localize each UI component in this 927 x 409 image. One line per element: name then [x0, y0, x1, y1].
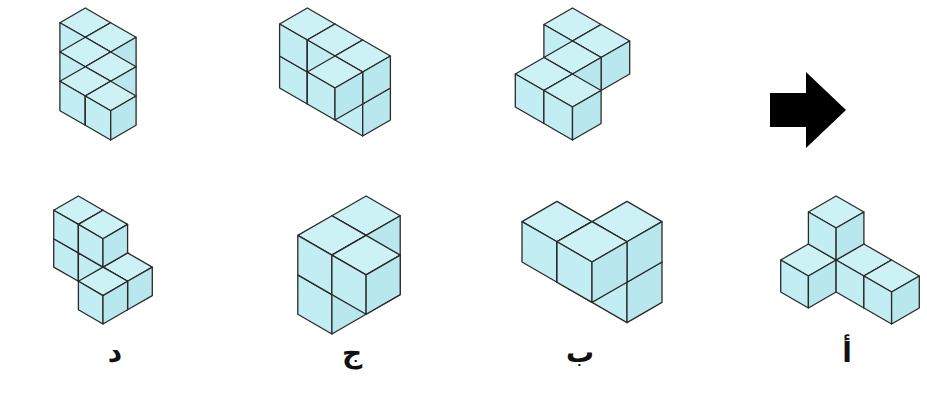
- cube-face: [111, 96, 136, 140]
- option-letter: د: [108, 336, 122, 370]
- cube-face: [808, 260, 836, 308]
- cube-face: [592, 242, 627, 303]
- cube-face: [280, 24, 308, 72]
- cube-face: [298, 235, 332, 294]
- cube-face: [808, 212, 836, 260]
- arrow-symbol: [770, 72, 846, 148]
- cube-face: [627, 222, 662, 283]
- cube-face: [573, 91, 602, 141]
- option-letter: أ: [842, 336, 852, 370]
- cube-face: [78, 281, 103, 324]
- cube-face: [363, 56, 391, 104]
- cube-face: [522, 222, 557, 283]
- cube-face: [892, 276, 920, 324]
- cube-face: [103, 281, 128, 324]
- cube-figure: [54, 196, 153, 324]
- option-letter: ج: [342, 336, 362, 370]
- cube-face: [601, 41, 630, 91]
- cube-figure: [522, 201, 662, 322]
- cube-figure: [515, 8, 629, 140]
- cube-face: [781, 260, 809, 308]
- cube-face: [128, 267, 153, 310]
- cube-face: [307, 72, 335, 120]
- cube-figures: [54, 8, 920, 334]
- cube-figure: [781, 196, 920, 324]
- cube-face: [864, 276, 892, 324]
- cube-face: [332, 255, 366, 314]
- cube-figure: [280, 8, 391, 136]
- cube-face: [335, 72, 363, 120]
- cube-face: [836, 260, 864, 308]
- cube-face: [103, 224, 128, 267]
- cube-face: [85, 96, 110, 140]
- cube-face: [60, 81, 85, 125]
- cube-face: [557, 242, 592, 303]
- cube-face: [366, 255, 400, 314]
- cube-face: [836, 212, 864, 260]
- option-letter: ب: [566, 336, 594, 370]
- cube-face: [78, 224, 103, 267]
- cube-face: [544, 91, 573, 141]
- cube-face: [54, 210, 79, 253]
- cube-figure: [60, 8, 136, 140]
- cube-face: [515, 74, 544, 124]
- cube-figure: [298, 196, 400, 334]
